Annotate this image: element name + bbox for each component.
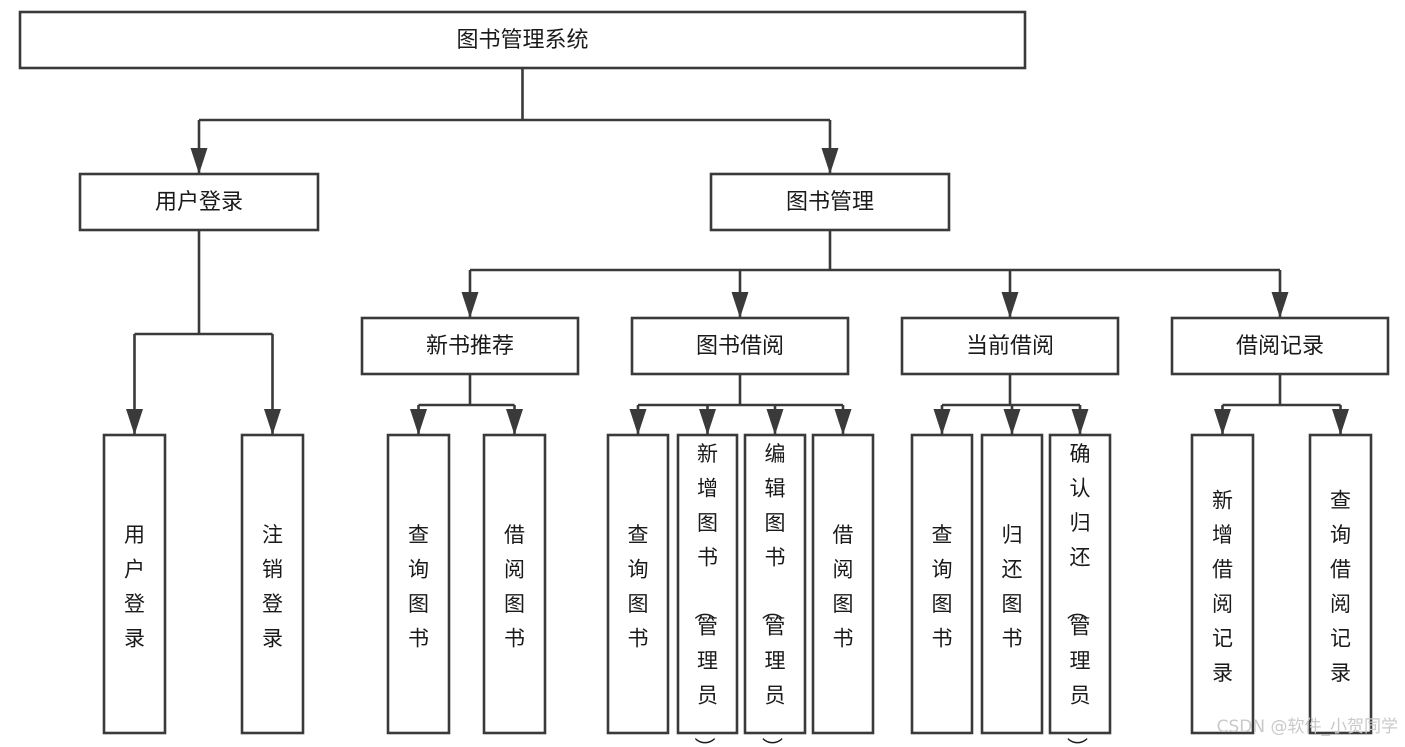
node-user-logout[interactable]: 注销登录 [240,433,305,735]
node-label-user-logout: 注销登录 [262,523,283,651]
node-confirm-return[interactable]: 确认归还（管理员） [1048,433,1112,747]
node-label-edit-book: 编辑图书（管理员） [760,442,786,747]
arrow-head-icon-user-logout [264,409,281,435]
node-layer: 图书管理系统用户登录图书管理用户登录注销登录新书推荐查询图书借阅图书图书借阅查询… [18,10,1390,747]
node-box-book-borrow[interactable] [630,316,850,376]
node-label-user-login: 用户登录 [155,190,243,215]
node-borrow-record[interactable]: 借阅记录 [1170,316,1390,376]
arrow-head-icon-current-borrow [1001,292,1019,318]
node-label-query-book-1: 查询图书 [408,523,429,651]
node-box-confirm-return[interactable] [1048,433,1112,735]
node-box-user-login-do[interactable] [102,433,167,735]
node-return-book[interactable]: 归还图书 [980,433,1044,735]
node-box-borrow-record[interactable] [1170,316,1390,376]
node-label-book-borrow: 图书借阅 [696,334,784,359]
arrow-head-icon-borrow-book-1 [506,409,523,435]
node-box-return-book[interactable] [980,433,1044,735]
node-box-current-borrow[interactable] [900,316,1120,376]
node-new-book-rec[interactable]: 新书推荐 [360,316,580,376]
arrow-head-icon-new-book-rec [461,292,479,318]
node-book-borrow[interactable]: 图书借阅 [630,316,850,376]
node-edit-book[interactable]: 编辑图书（管理员） [743,433,807,747]
node-query-book-3[interactable]: 查询图书 [910,433,974,735]
node-borrow-book-2[interactable]: 借阅图书 [811,433,875,735]
node-box-root[interactable] [18,10,1027,70]
node-box-borrow-book-1[interactable] [482,433,547,735]
arrow-head-icon-add-borrow-record [1214,409,1231,435]
node-label-current-borrow: 当前借阅 [966,334,1054,359]
node-label-borrow-book-1: 借阅图书 [504,523,525,651]
node-label-add-book: 新增图书（管理员） [692,442,718,747]
arrow-head-icon-query-book-1 [410,409,427,435]
node-current-borrow[interactable]: 当前借阅 [900,316,1120,376]
arrow-head-icon-borrow-book-2 [834,409,852,435]
arrow-head-icon-query-borrow-record [1332,409,1349,435]
node-box-user-logout[interactable] [240,433,305,735]
arrow-head-icon-edit-book [766,409,784,435]
node-box-query-book-3[interactable] [910,433,974,735]
arrow-head-icon-borrow-record [1271,292,1289,318]
node-box-book-manage[interactable] [709,172,951,232]
node-borrow-book-1[interactable]: 借阅图书 [482,433,547,735]
node-label-add-borrow-record: 新增借阅记录 [1212,488,1233,685]
node-box-edit-book[interactable] [743,433,807,735]
node-root[interactable]: 图书管理系统 [18,10,1027,70]
node-book-manage[interactable]: 图书管理 [709,172,951,232]
node-user-login[interactable]: 用户登录 [78,172,320,232]
node-query-borrow-record[interactable]: 查询借阅记录 [1308,433,1373,735]
arrow-head-icon-user-login [190,148,208,174]
arrow-head-icon-confirm-return [1071,409,1089,435]
node-label-return-book: 归还图书 [1002,523,1023,651]
node-label-book-manage: 图书管理 [786,190,874,215]
arrow-head-icon-book-borrow [731,292,749,318]
node-query-book-1[interactable]: 查询图书 [386,433,451,735]
arrow-head-icon-add-book [699,409,716,435]
node-label-user-login-do: 用户登录 [124,523,145,651]
node-box-add-borrow-record[interactable] [1190,433,1255,735]
csdn-watermark: CSDN @软件_小贺同学 [1217,717,1398,737]
node-label-query-book-2: 查询图书 [628,523,649,651]
node-label-confirm-return: 确认归还（管理员） [1065,442,1091,747]
node-label-new-book-rec: 新书推荐 [426,334,514,359]
node-add-book[interactable]: 新增图书（管理员） [676,433,739,747]
node-box-add-book[interactable] [676,433,739,735]
node-label-root: 图书管理系统 [456,28,588,53]
arrow-head-icon-query-book-3 [933,409,951,435]
arrow-head-icon-book-manage [821,148,839,174]
node-box-borrow-book-2[interactable] [811,433,875,735]
connector-layer [126,68,1349,435]
node-label-query-book-3: 查询图书 [932,523,953,651]
arrow-head-icon-query-book-2 [629,409,647,435]
node-label-borrow-record: 借阅记录 [1236,334,1324,359]
node-box-user-login[interactable] [78,172,320,232]
node-box-query-book-1[interactable] [386,433,451,735]
node-user-login-do[interactable]: 用户登录 [102,433,167,735]
arrow-head-icon-return-book [1003,409,1021,435]
node-query-book-2[interactable]: 查询图书 [606,433,670,735]
node-box-new-book-rec[interactable] [360,316,580,376]
node-label-borrow-book-2: 借阅图书 [833,523,854,651]
node-add-borrow-record[interactable]: 新增借阅记录 [1190,433,1255,735]
node-label-query-borrow-record: 查询借阅记录 [1330,488,1351,685]
node-box-query-book-2[interactable] [606,433,670,735]
arrow-head-icon-user-login-do [126,409,143,435]
node-box-query-borrow-record[interactable] [1308,433,1373,735]
